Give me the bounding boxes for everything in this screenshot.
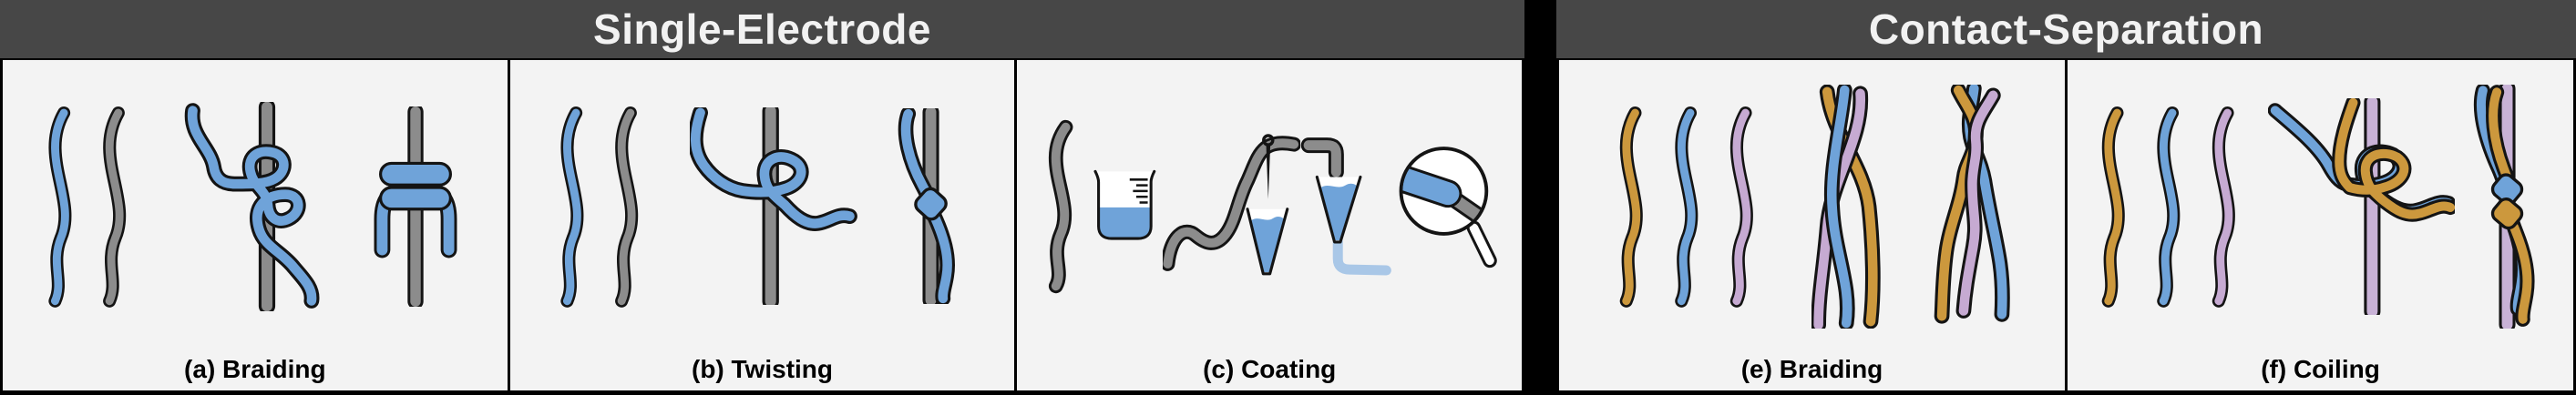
panel-c-art <box>1017 60 1522 349</box>
section-title-text: Single-Electrode <box>593 5 931 53</box>
beaker-graduations <box>1130 177 1148 204</box>
rod-single-wrap-icon <box>690 107 858 305</box>
panel-b-twisting: (b) Twisting <box>509 60 1015 390</box>
coil-knot-blue <box>2490 172 2524 206</box>
vial-outline <box>1246 207 1289 275</box>
wavy-fiber-trio-icon <box>1619 106 1753 308</box>
wavy-fiber-trio-icon <box>2101 106 2235 308</box>
single-electrode-panels: (a) Braiding <box>0 58 1524 395</box>
section-single-electrode: Single-Electrode <box>0 0 1524 395</box>
coated-fiber-outlet <box>1332 237 1391 276</box>
panel-f-art <box>2068 60 2573 349</box>
funnel-outline <box>1315 175 1362 244</box>
fiber-lavender <box>2214 108 2233 305</box>
rod-twist-knot-icon <box>898 108 956 304</box>
panel-b-label: (b) Twisting <box>692 355 833 383</box>
magnifier-handle <box>1469 223 1494 265</box>
rod-tight-braid-icon <box>374 106 457 307</box>
contact-separation-panels: (e) Braiding <box>1556 58 2576 395</box>
fiber-gold-wrap <box>2335 97 2455 219</box>
panel-f-coiling: (f) Coiling <box>2068 60 2573 390</box>
fiber-gray <box>617 108 636 305</box>
section-divider <box>1524 0 1556 395</box>
panel-b-art <box>510 60 1015 349</box>
fiber-blue <box>1677 108 1696 305</box>
funnel-liquid <box>1319 183 1357 241</box>
panel-c-coating: (c) Coating <box>1017 60 1523 390</box>
coil-knot-gold <box>2490 197 2524 229</box>
fiber-blue <box>562 108 581 305</box>
fiber-gray <box>1052 122 1071 290</box>
panel-e-label: (e) Braiding <box>1740 355 1883 383</box>
tight-three-braid-icon <box>1934 84 2010 324</box>
panel-a-braiding: (a) Braiding <box>3 60 508 390</box>
braid-band-upper <box>379 161 453 187</box>
wavy-fiber-icon <box>1049 119 1073 293</box>
fiber-blue-loops <box>187 105 317 306</box>
fiber-blue <box>51 108 70 305</box>
wavy-fiber-pair-icon <box>559 106 638 308</box>
magnifier-coated-fiber-icon <box>1399 146 1497 268</box>
funnel-coating-icon <box>1300 137 1391 276</box>
fiber-blue-wrap <box>691 107 856 228</box>
fiber-gray <box>106 108 124 305</box>
needle-shaft <box>1266 145 1271 199</box>
fiber-needle-vial-icon <box>1163 133 1300 275</box>
loose-three-braid-icon <box>1811 84 1881 329</box>
needle-eye <box>1262 133 1275 147</box>
rod-pair-wrap-icon <box>2268 97 2455 315</box>
fiber-coating-blue <box>1402 165 1460 205</box>
panel-c-label: (c) Coating <box>1203 355 1337 383</box>
wavy-fiber-pair-icon <box>48 106 127 308</box>
fiber-gold <box>1621 108 1640 305</box>
fiber-gray-elbow <box>1303 140 1341 177</box>
fiber-lavender <box>1731 108 1750 305</box>
fiber-gold <box>2104 108 2123 305</box>
twist-knot <box>914 187 949 221</box>
fiber-blue <box>1827 85 1852 328</box>
section-title-contact-separation: Contact-Separation <box>1556 0 2576 58</box>
section-title-text: Contact-Separation <box>1868 5 2264 53</box>
fiber-lavender <box>1958 90 1998 316</box>
panel-e-art <box>1559 60 2065 349</box>
fiber-gold-lower <box>2509 222 2532 324</box>
fiber-blue-lower <box>929 211 953 304</box>
rod-pair-knots-icon <box>2473 84 2535 329</box>
panel-a-label: (a) Braiding <box>184 355 326 383</box>
section-title-single-electrode: Single-Electrode <box>0 0 1524 58</box>
fiber-blue <box>2159 108 2178 305</box>
beaker-liquid <box>1099 207 1151 238</box>
beaker-outline <box>1093 169 1156 240</box>
panel-f-label: (f) Coiling <box>2261 355 2380 383</box>
beaker-solution-icon <box>1093 169 1156 240</box>
rod-loose-braid-icon <box>184 101 320 311</box>
section-contact-separation: Contact-Separation <box>1556 0 2576 395</box>
panel-a-art <box>3 60 508 349</box>
panel-e-braiding: (e) Braiding <box>1559 60 2065 390</box>
braid-band-lower <box>379 185 453 210</box>
vial-liquid <box>1250 216 1285 272</box>
